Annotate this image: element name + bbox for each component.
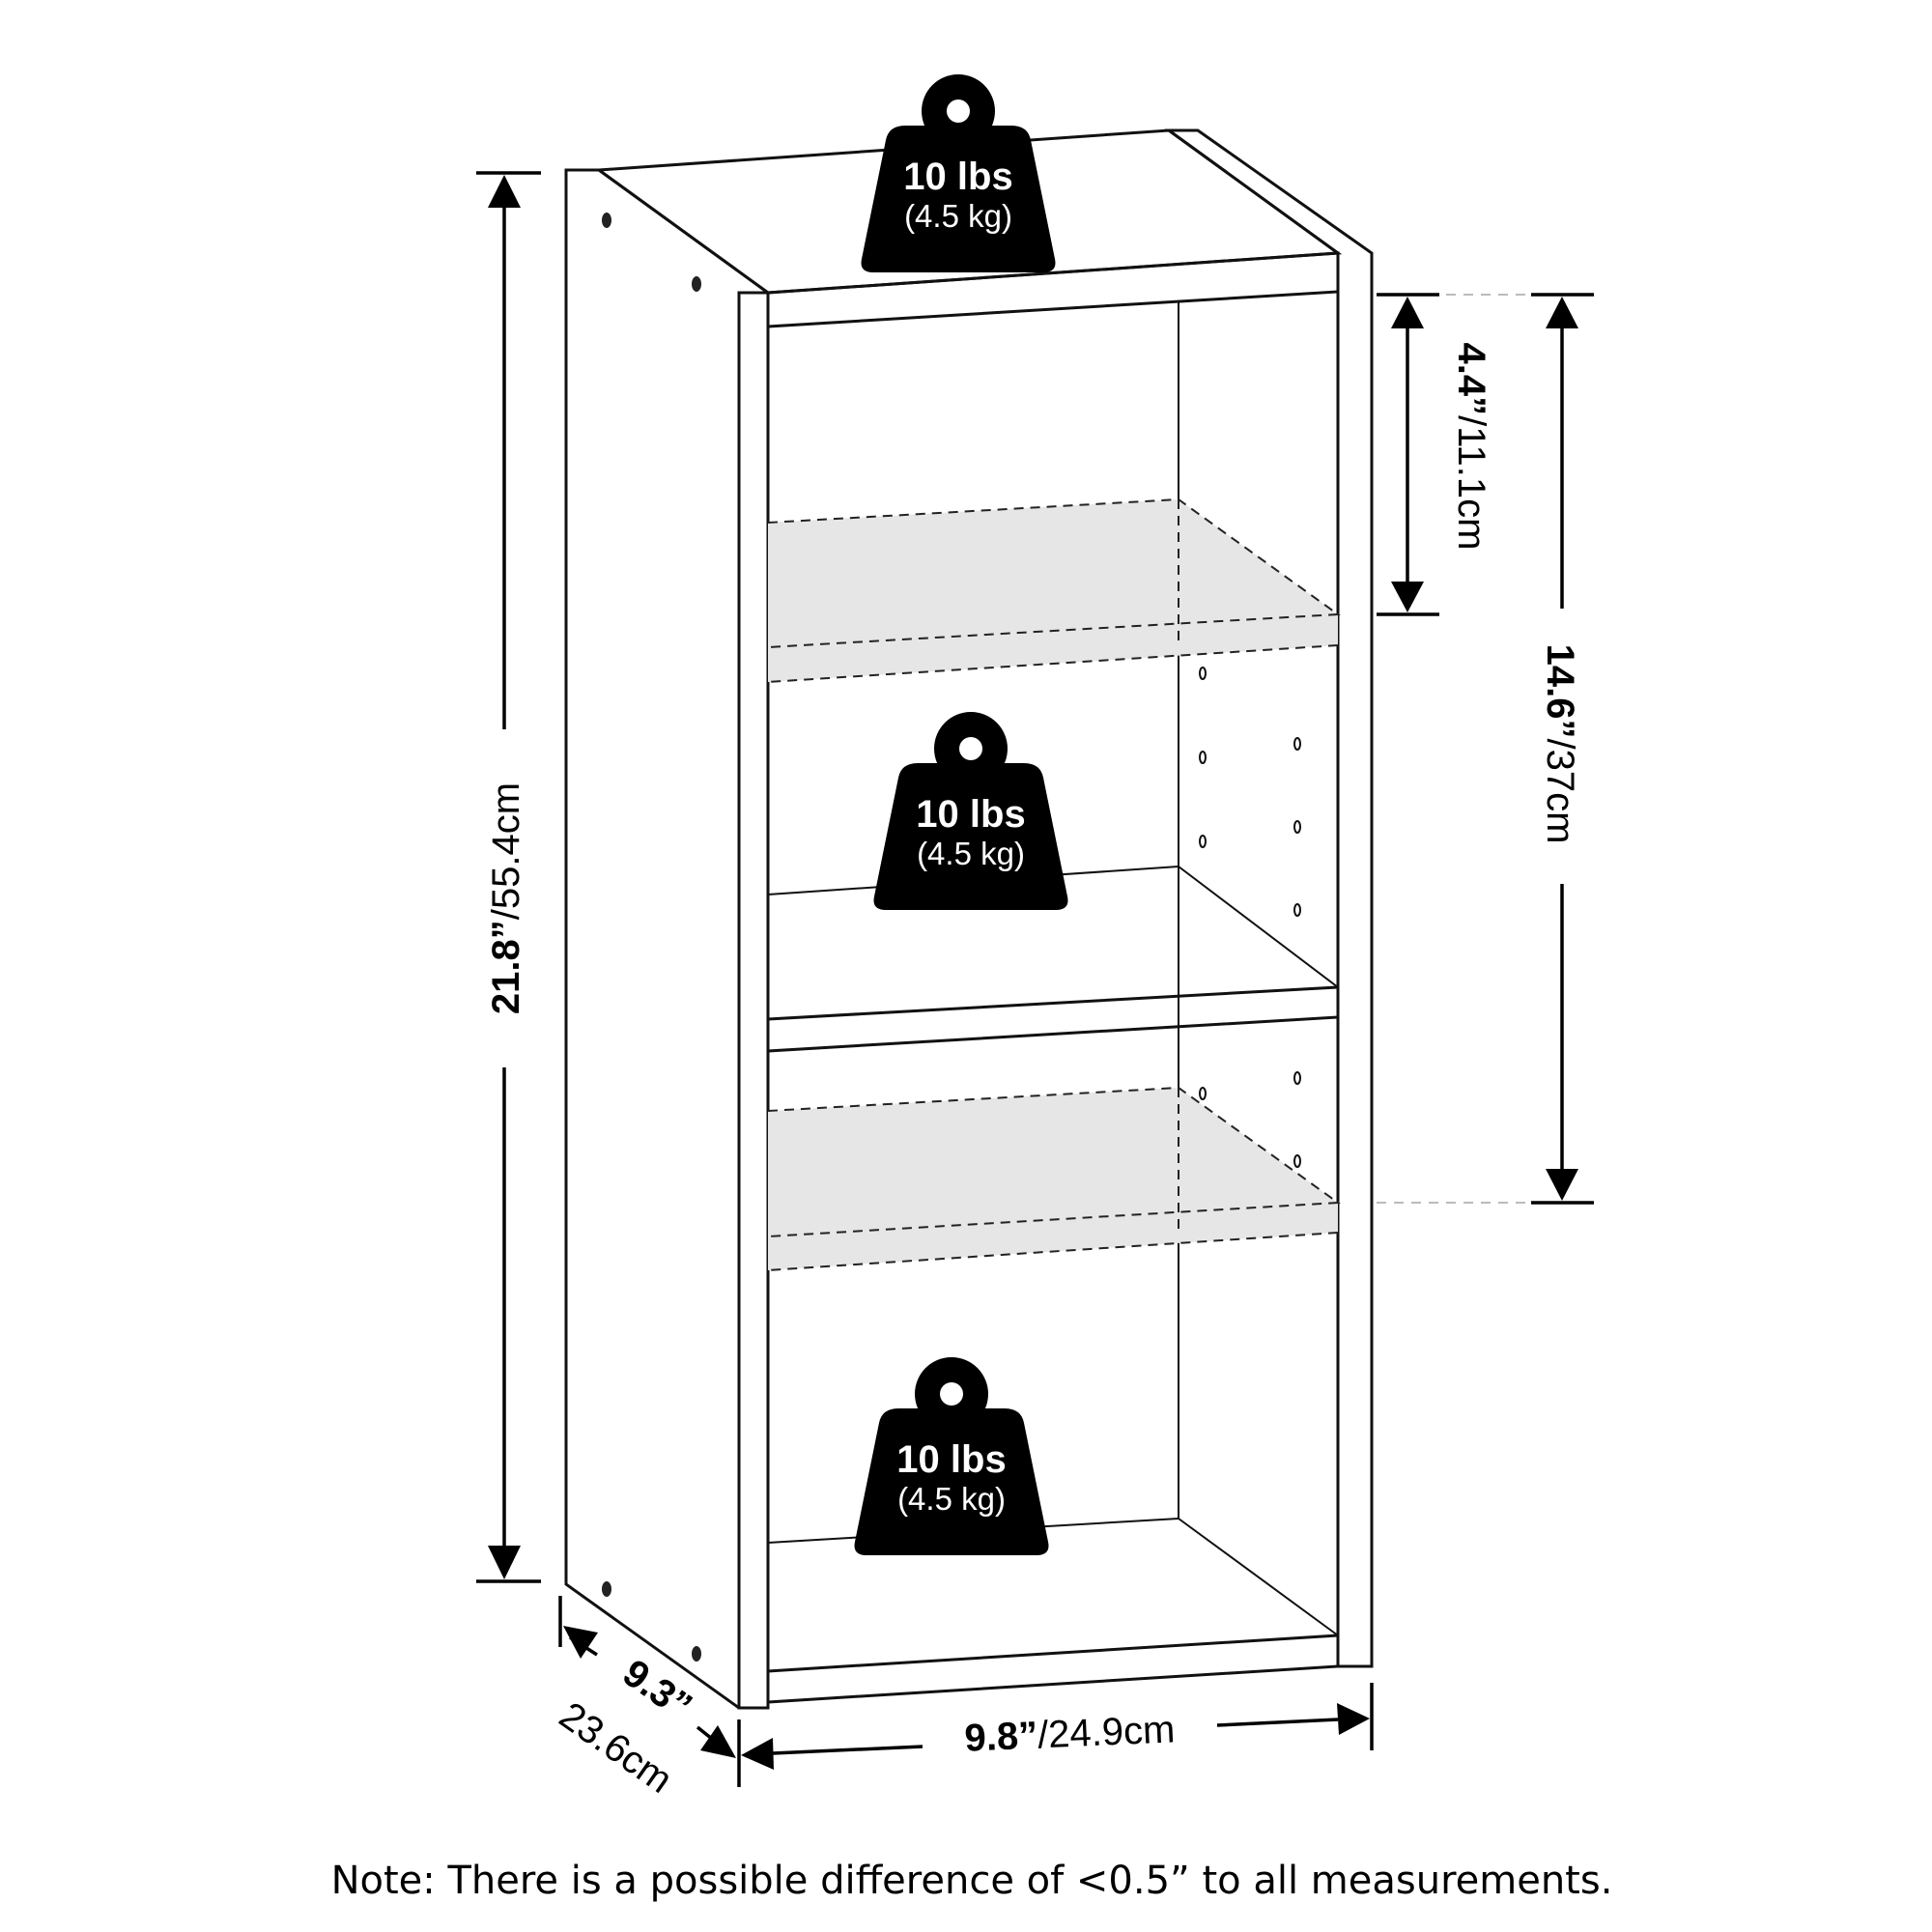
- arrow-icon: [1391, 297, 1424, 328]
- adjustable-shelf-upper: [768, 499, 1338, 682]
- arrow-icon: [488, 175, 521, 208]
- width-metric: /24.9cm: [1037, 1708, 1176, 1756]
- top-front-face: [766, 251, 1340, 328]
- arrow-icon: [488, 1546, 521, 1579]
- adjustable-shelf-lower: [768, 1088, 1338, 1270]
- bookshelf: [564, 128, 1374, 1710]
- shelf-pin-holes: [1199, 667, 1301, 1168]
- depth-imperial: 9.3”: [615, 1652, 699, 1728]
- arrow-icon: [1546, 1169, 1578, 1201]
- shelf-gap-imperial: 4.4”: [1450, 343, 1492, 416]
- arrow-icon: [1391, 582, 1424, 612]
- svg-text:9.8”/24.9cm: 9.8”/24.9cm: [964, 1708, 1177, 1759]
- height-imperial: 21.8”: [485, 920, 527, 1014]
- width-dimension: 9.8”/24.9cm: [737, 1683, 1374, 1787]
- weight-label-main: 10 lbs: [896, 1438, 1006, 1481]
- arrow-icon: [563, 1626, 598, 1659]
- arrow-icon: [1337, 1703, 1370, 1735]
- arrow-icon: [700, 1725, 736, 1758]
- shelf-gap-dimension: 4.4”/11.1cm: [1377, 293, 1550, 616]
- weight-label-main: 10 lbs: [916, 793, 1025, 836]
- bottom-panel: [766, 1634, 1340, 1704]
- weight-label-main: 10 lbs: [903, 156, 1012, 198]
- height-dimension: 21.8”/55.4cm: [476, 171, 541, 1583]
- measurement-note: Note: There is a possible difference of …: [331, 1859, 1613, 1903]
- front-left-edge: [737, 291, 770, 1710]
- height-metric: /55.4cm: [485, 782, 527, 920]
- width-imperial: 9.8”: [964, 1714, 1038, 1759]
- svg-text:21.8”/55.4cm: 21.8”/55.4cm: [485, 782, 527, 1014]
- shelf-gap-metric: /11.1cm: [1450, 415, 1492, 550]
- svg-text:14.6”/37cm: 14.6”/37cm: [1539, 644, 1581, 844]
- depth-dimension: 9.3” 23.6cm: [552, 1596, 736, 1802]
- weight-icon: 10 lbs (4.5 kg): [861, 74, 1056, 272]
- right-side-panel: [1164, 128, 1374, 1668]
- weight-icon: 10 lbs (4.5 kg): [873, 712, 1068, 910]
- weight-label-sub: (4.5 kg): [904, 198, 1012, 234]
- weight-icon: 10 lbs (4.5 kg): [854, 1357, 1049, 1555]
- arrow-icon: [741, 1738, 774, 1770]
- weight-label-sub: (4.5 kg): [897, 1481, 1006, 1517]
- adjust-range-dimension: 14.6”/37cm: [1377, 293, 1594, 1205]
- weight-label-sub: (4.5 kg): [917, 836, 1025, 871]
- adjust-range-imperial: 14.6”: [1539, 644, 1581, 739]
- fixed-middle-shelf: [766, 985, 1340, 1053]
- adjust-range-metric: /37cm: [1539, 738, 1581, 843]
- cam-holes: [602, 213, 701, 1662]
- arrow-icon: [1546, 297, 1578, 328]
- svg-text:4.4”/11.1cm: 4.4”/11.1cm: [1450, 343, 1492, 551]
